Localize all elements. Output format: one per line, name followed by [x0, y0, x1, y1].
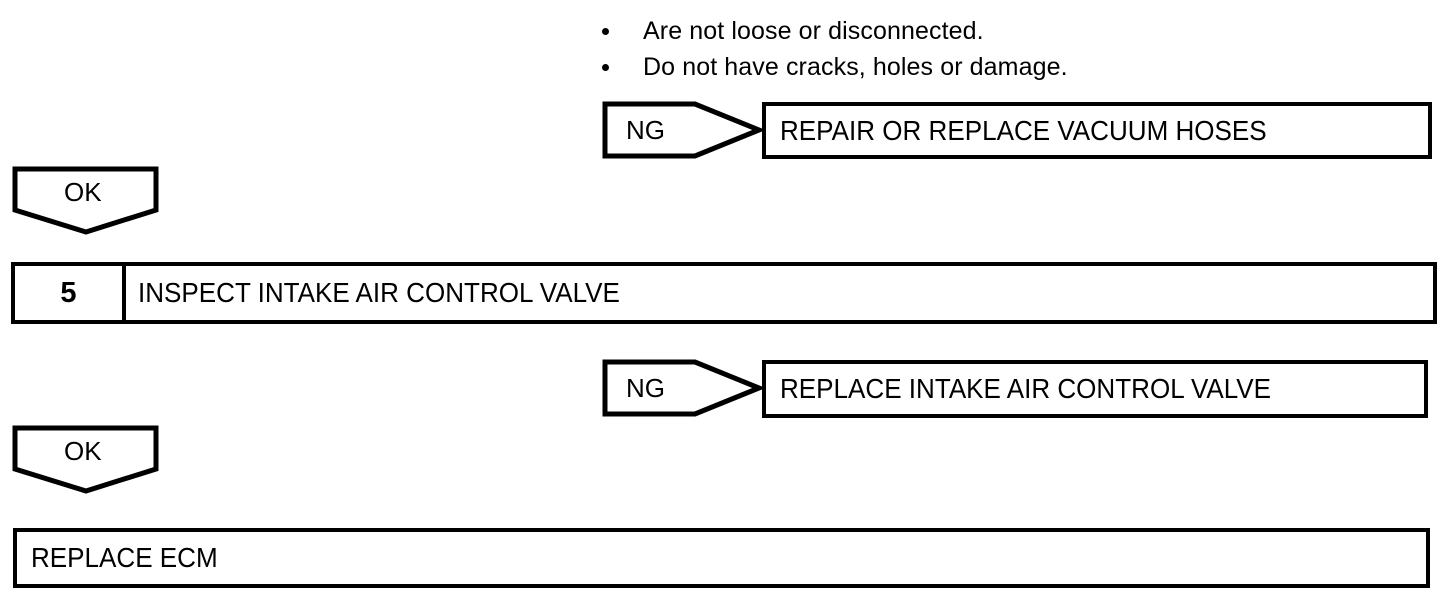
final-action-box-replace-ecm: REPLACE ECM — [13, 528, 1430, 588]
branch-label-ng: NG — [626, 115, 665, 145]
ng-arrow-shape-icon — [602, 101, 762, 159]
ok-arrow-shape-icon — [12, 166, 159, 235]
branch-arrow-ng-2: NG — [602, 359, 762, 417]
bullet-text: Do not have cracks, holes or damage. — [643, 53, 1068, 81]
list-item: Do not have cracks, holes or damage. — [600, 50, 1300, 86]
final-action-label: REPLACE ECM — [31, 542, 218, 573]
result-box-repair-replace-vacuum-hoses: REPAIR OR REPLACE VACUUM HOSES — [762, 102, 1432, 159]
bullet-dot-icon — [602, 64, 609, 71]
result-box-replace-intake-air-control-valve: REPLACE INTAKE AIR CONTROL VALVE — [762, 360, 1428, 418]
bullet-text: Are not loose or disconnected. — [643, 17, 984, 45]
bullet-dot-icon — [602, 28, 609, 35]
step-number: 5 — [60, 276, 77, 309]
result-box-label: REPAIR OR REPLACE VACUUM HOSES — [780, 114, 1267, 146]
step-row-5: 5 INSPECT INTAKE AIR CONTROL VALVE — [11, 262, 1437, 324]
branch-label-ng: NG — [626, 373, 665, 403]
result-box-label: REPLACE INTAKE AIR CONTROL VALVE — [780, 373, 1272, 404]
branch-arrow-ok-1: OK — [12, 166, 162, 236]
branch-arrow-ok-2: OK — [12, 425, 162, 495]
list-item: Are not loose or disconnected. — [600, 14, 1300, 50]
branch-label-ok: OK — [64, 177, 102, 207]
ng-arrow-shape-icon — [602, 359, 762, 417]
step-title: INSPECT INTAKE AIR CONTROL VALVE — [138, 277, 620, 308]
branch-label-ok: OK — [64, 436, 102, 466]
branch-arrow-ng-1: NG — [602, 101, 762, 159]
inspection-criteria-list: Are not loose or disconnected. Do not ha… — [600, 14, 1300, 86]
ok-arrow-shape-icon — [12, 425, 159, 494]
step-number-cell: 5 — [15, 266, 126, 320]
